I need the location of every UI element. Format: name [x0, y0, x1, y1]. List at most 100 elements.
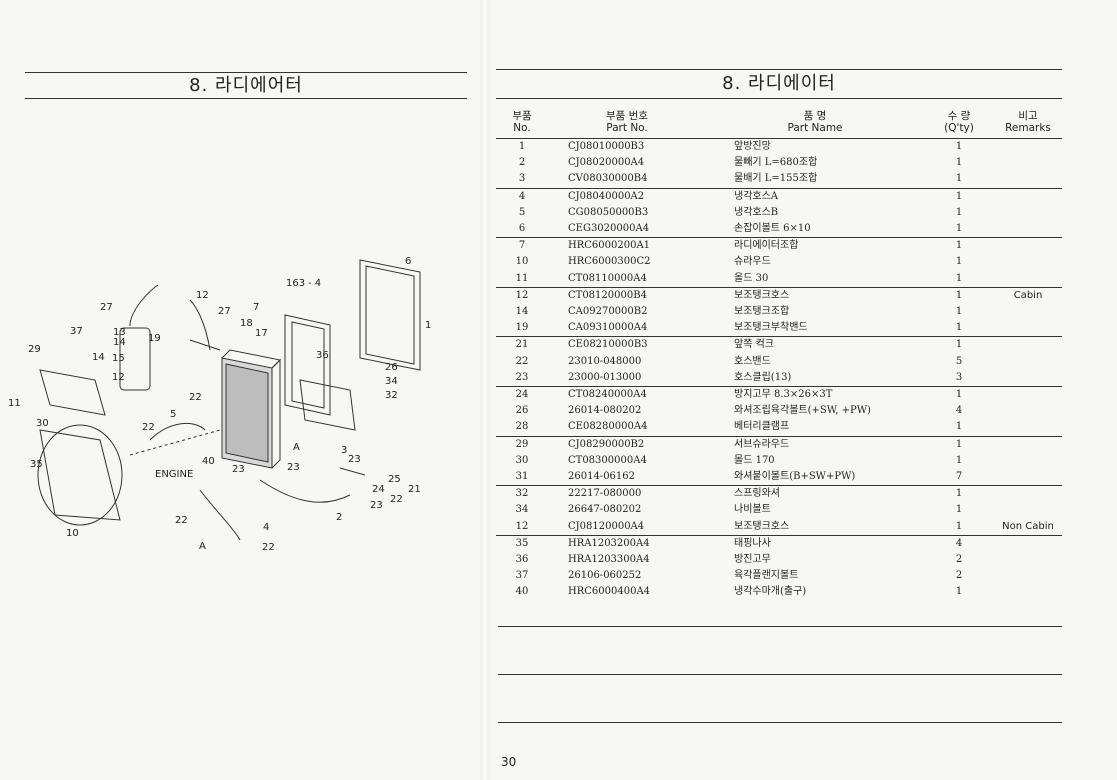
part-name-cell: 올드 30: [706, 270, 924, 288]
svg-text:32: 32: [385, 390, 398, 401]
svg-text:15: 15: [112, 353, 125, 364]
part-number-cell: 29: [515, 438, 529, 450]
quantity-cell: 1: [924, 270, 994, 288]
part-name-cell: 와셔붙이볼트(B+SW+PW): [706, 469, 924, 487]
quantity-cell: 1: [955, 190, 963, 202]
part-name-cell: 앞방진망: [734, 141, 771, 152]
part-code-cell: 26014-06162: [548, 469, 706, 487]
left-section-title: 8. 라디에어터: [25, 72, 467, 99]
remarks-cell: [994, 188, 1062, 205]
part-number-cell: 28: [496, 419, 548, 437]
svg-text:23: 23: [370, 500, 383, 511]
svg-text:29: 29: [28, 344, 41, 355]
quantity-cell: 2: [955, 570, 963, 582]
svg-text:13: 13: [113, 327, 126, 338]
remarks-cell: [994, 369, 1062, 388]
part-number-cell: 34: [515, 504, 529, 516]
svg-text:14: 14: [113, 337, 126, 348]
quantity-cell: 1: [955, 306, 963, 318]
remarks-cell: [994, 469, 1062, 487]
part-name-cell: 방지고무 8.3×26×3T: [734, 389, 833, 401]
remarks-cell: [994, 568, 1062, 584]
part-code-cell: 23010-048000: [568, 355, 642, 367]
svg-text:1: 1: [425, 320, 431, 331]
part-name-cell: 스프링와셔: [734, 488, 780, 500]
part-code-cell: CV08030000B4: [548, 171, 706, 189]
quantity-cell: 1: [955, 454, 963, 466]
svg-text:12: 12: [112, 372, 125, 383]
svg-text:14: 14: [92, 352, 105, 363]
part-name-cell: 보조탱크호스: [734, 289, 790, 301]
remarks-cell: [994, 221, 1062, 239]
quantity-cell: 1: [924, 518, 994, 536]
part-name-cell: 슈라우드: [734, 256, 771, 268]
part-number-cell: 37: [515, 570, 529, 582]
blank-divider: [498, 626, 1062, 627]
part-code-cell: 26014-080202: [568, 405, 642, 417]
part-code-cell: CT08120000B4: [568, 289, 647, 301]
quantity-cell: 1: [955, 339, 963, 351]
quantity-cell: 1: [924, 171, 994, 189]
part-code-cell: CT08300000A4: [568, 454, 647, 466]
remarks-cell: [994, 403, 1062, 419]
part-name-cell: 냉각호스A: [734, 190, 779, 202]
part-code-cell: CE08280000A4: [548, 419, 706, 437]
part-name-cell: 물배기 L=155조합: [706, 171, 924, 189]
part-number-cell: 23: [496, 369, 548, 388]
remarks-cell: [994, 139, 1062, 156]
quantity-cell: 1: [955, 157, 963, 169]
quantity-cell: 1: [955, 206, 963, 218]
remarks-cell: [994, 354, 1062, 370]
part-number-cell: 30: [515, 454, 529, 466]
part-name-cell: 호스밴드: [734, 355, 771, 367]
part-number-cell: 7: [518, 240, 526, 252]
svg-text:11: 11: [8, 398, 21, 409]
page-number: 30: [501, 755, 517, 769]
part-number-cell: 3: [496, 171, 548, 189]
svg-text:23: 23: [232, 464, 245, 475]
svg-text:22: 22: [189, 392, 202, 403]
quantity-cell: 1: [924, 320, 994, 338]
quantity-cell: 7: [924, 469, 994, 487]
svg-text:A: A: [199, 541, 206, 552]
remarks-cell: [994, 387, 1062, 404]
remarks-cell: Cabin: [1013, 289, 1043, 301]
svg-text:37: 37: [70, 326, 83, 337]
svg-text:22: 22: [142, 422, 155, 433]
part-code-cell: CJ08010000B3: [568, 141, 645, 152]
part-code-cell: CT08110000A4: [548, 270, 706, 288]
part-number-cell: 35: [515, 537, 529, 549]
part-number-cell: 5: [518, 206, 526, 218]
part-name-cell: 나비볼트: [734, 504, 771, 516]
remarks-cell: [994, 535, 1062, 552]
part-number-cell: 6: [496, 221, 548, 239]
part-code-cell: CT08240000A4: [568, 389, 647, 401]
part-name-cell: 손잡이볼트 6×10: [706, 221, 924, 239]
part-name-cell: 냉각수마개(출구): [734, 586, 807, 598]
quantity-cell: 5: [955, 355, 963, 367]
part-name-cell: 서브슈라우드: [734, 438, 790, 450]
part-code-cell: CG08050000B3: [568, 206, 649, 218]
part-code-cell: HRC6000200A1: [568, 240, 651, 252]
blank-divider: [498, 674, 1062, 675]
left-page: 8. 라디에어터: [0, 0, 480, 780]
svg-text:25: 25: [388, 474, 401, 485]
remarks-cell: Non Cabin: [994, 518, 1062, 536]
